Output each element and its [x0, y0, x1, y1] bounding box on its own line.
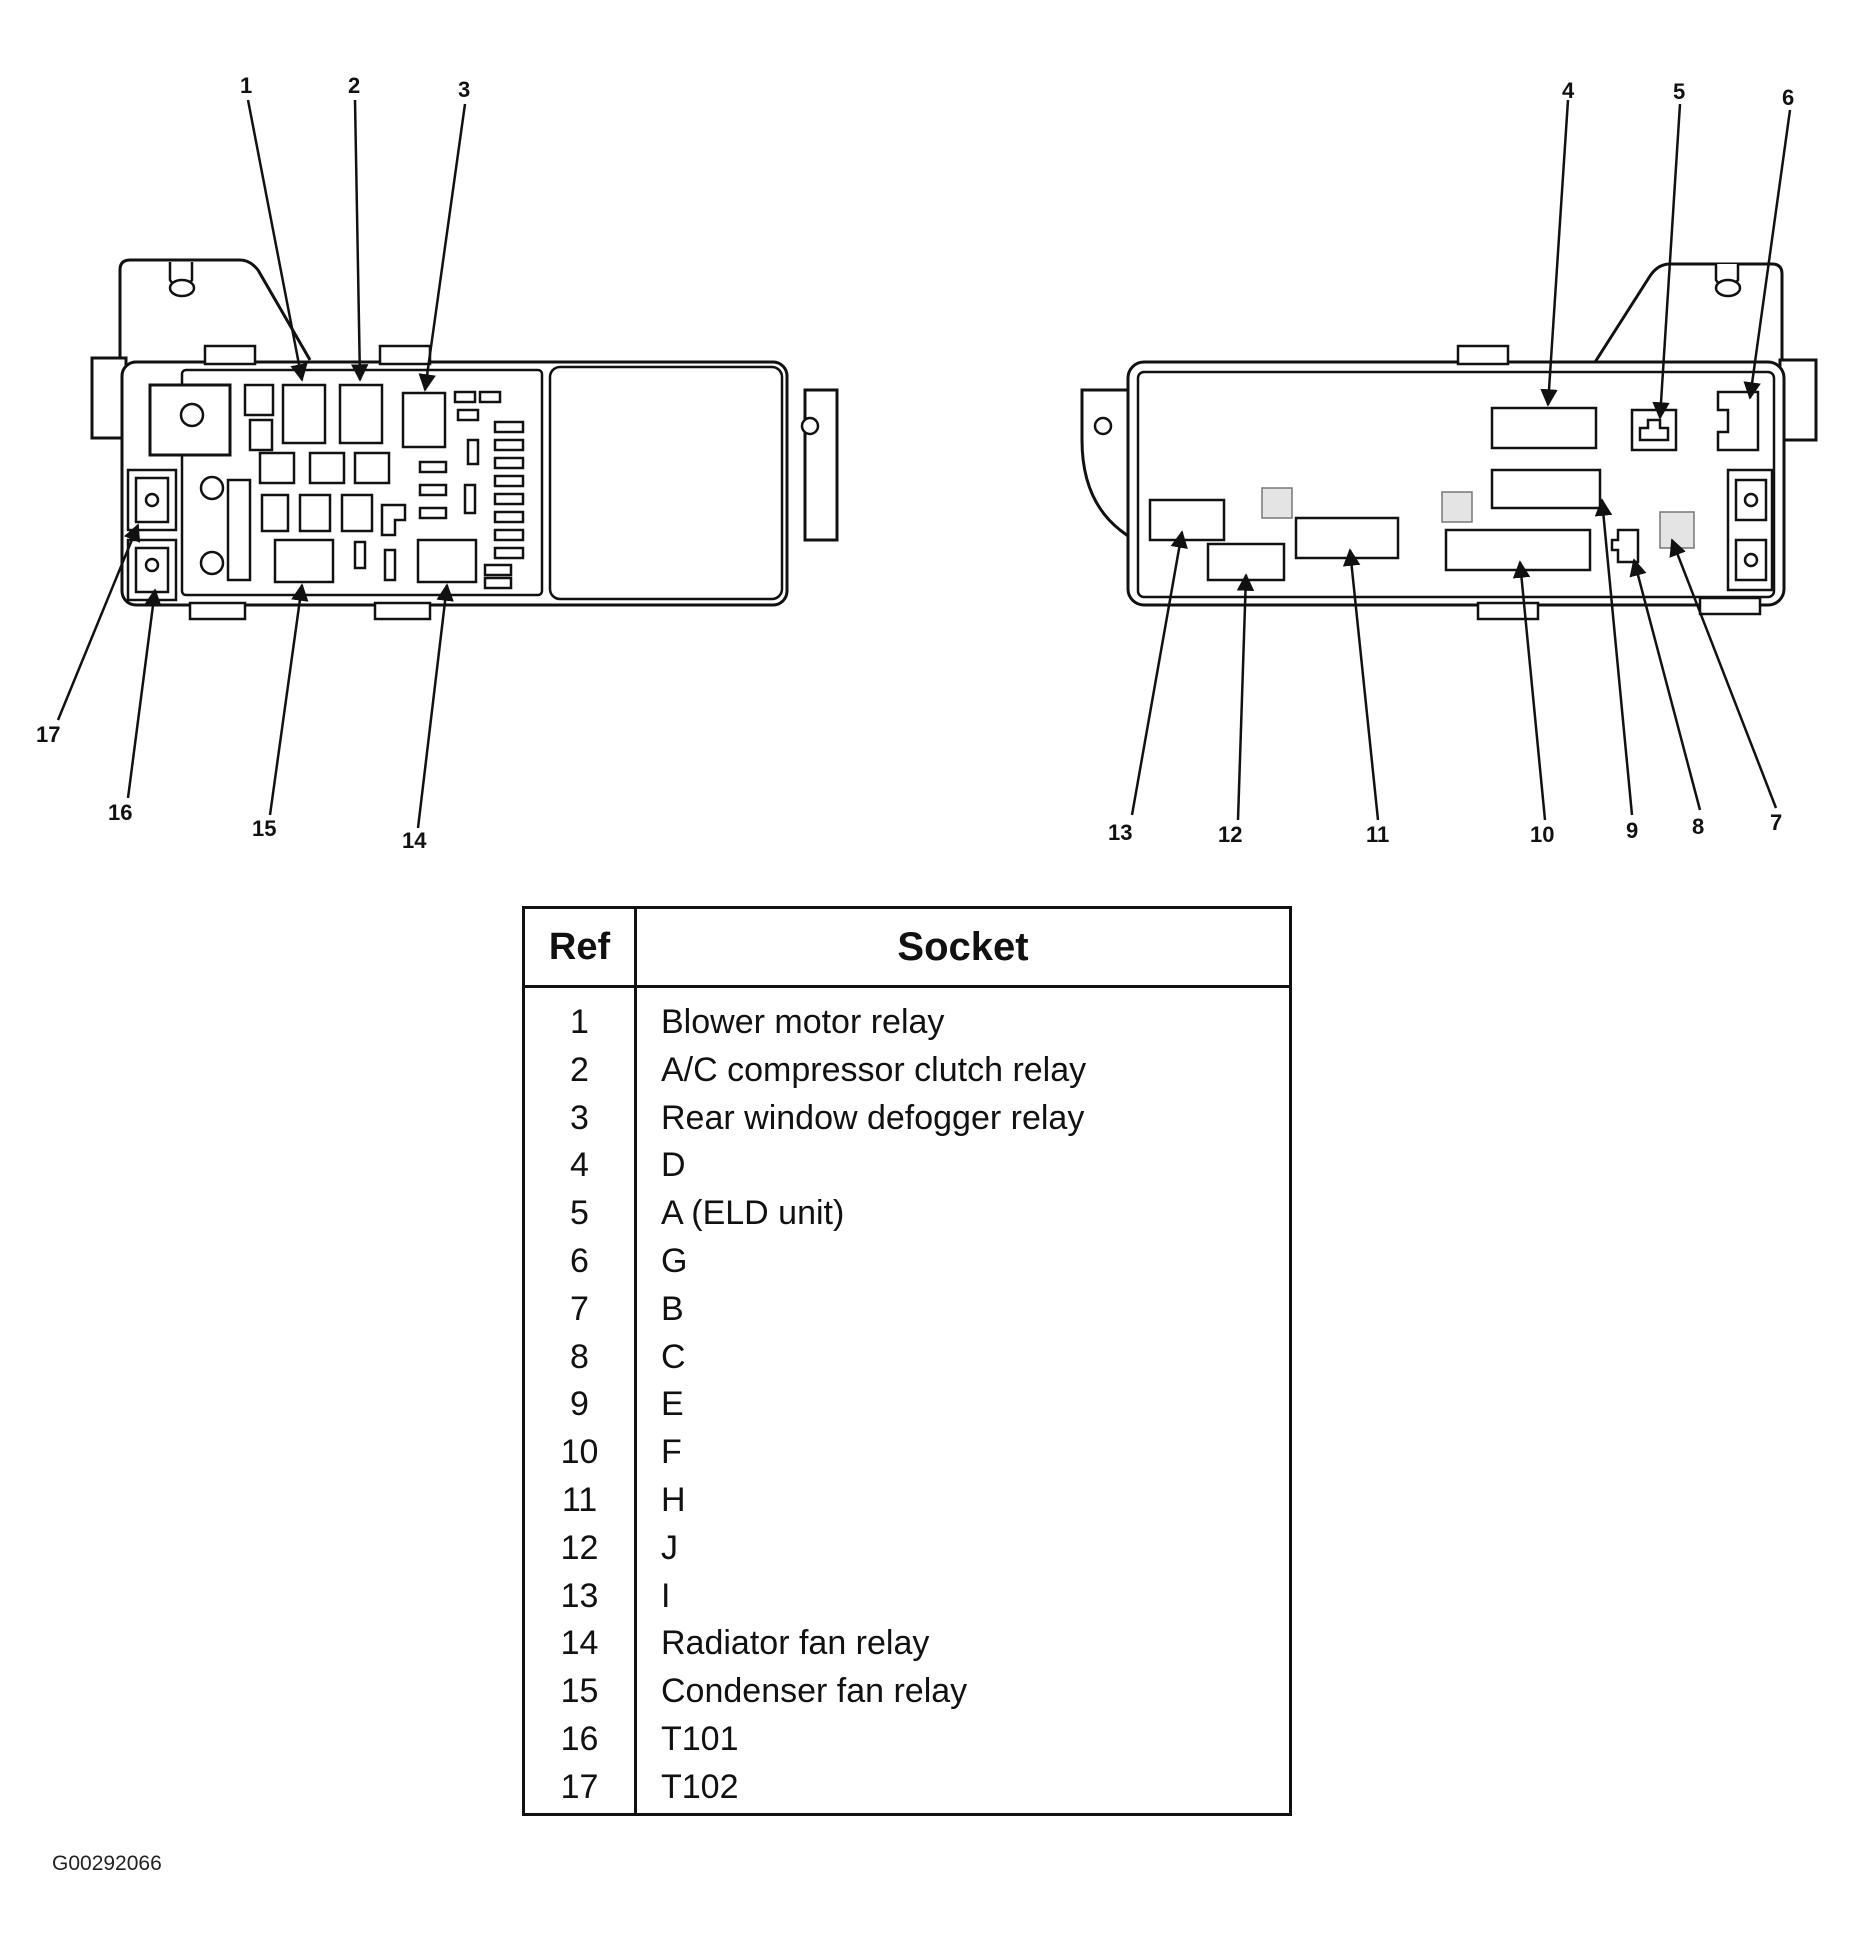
row-socket: A/C compressor clutch relay — [661, 1050, 1087, 1089]
callout-12: 12 — [1218, 822, 1242, 847]
header-ref: Ref — [548, 926, 611, 968]
row-socket: Rear window defogger relay — [661, 1098, 1085, 1137]
row-socket: Radiator fan relay — [661, 1624, 930, 1663]
reference-table: Ref Socket 1 Blower motor relay 2 A/C compr… — [522, 906, 1292, 1816]
row-socket: E — [661, 1385, 684, 1424]
table-row: 2 A/C compressor clutch relay — [525, 1047, 1289, 1095]
right-leader-lines — [1130, 99, 1792, 821]
callout-7: 7 — [1770, 810, 1782, 835]
row-ref: 5 — [570, 1194, 589, 1233]
row-socket: G — [661, 1241, 688, 1280]
callout-15: 15 — [252, 816, 276, 841]
row-socket: I — [661, 1576, 671, 1615]
table-row: 15 Condenser fan relay — [525, 1668, 1289, 1716]
row-ref: 2 — [570, 1050, 589, 1089]
row-socket: B — [661, 1289, 684, 1328]
callout-2: 2 — [348, 73, 360, 98]
row-ref: 15 — [560, 1672, 599, 1711]
row-ref: 8 — [570, 1337, 589, 1376]
row-ref: 14 — [560, 1624, 599, 1663]
table-row: 16 T101 — [525, 1716, 1289, 1764]
callout-5: 5 — [1673, 79, 1685, 104]
row-ref: 3 — [570, 1098, 589, 1137]
table-row: 11 H — [525, 1477, 1289, 1525]
row-socket: C — [661, 1337, 686, 1376]
callout-6: 6 — [1782, 85, 1794, 110]
callout-8: 8 — [1692, 814, 1704, 839]
row-socket: T102 — [661, 1767, 739, 1806]
row-ref: 16 — [560, 1719, 599, 1758]
callout-17: 17 — [36, 722, 60, 747]
callout-4: 4 — [1562, 78, 1575, 103]
table-row: 3 Rear window defogger relay — [525, 1095, 1289, 1143]
row-socket: Blower motor relay — [661, 1003, 945, 1041]
callout-16: 16 — [108, 800, 132, 825]
row-ref: 12 — [560, 1528, 599, 1567]
row-ref: 9 — [570, 1385, 589, 1424]
table-row: 1 Blower motor relay — [525, 999, 1289, 1047]
row-ref: 4 — [570, 1146, 589, 1185]
left-fuse-box — [90, 258, 839, 621]
table-row: 14 Radiator fan relay — [525, 1620, 1289, 1668]
row-ref: 11 — [561, 1480, 598, 1519]
table-row: 5 A (ELD unit) — [525, 1190, 1289, 1238]
row-socket: H — [661, 1480, 686, 1519]
figure-id: G00292066 — [52, 1852, 162, 1875]
row-socket: Condenser fan relay — [661, 1672, 968, 1711]
callout-10: 10 — [1530, 822, 1554, 847]
table-row: 13 I — [525, 1573, 1289, 1621]
row-socket: D — [661, 1146, 686, 1185]
row-ref: 13 — [560, 1576, 599, 1615]
table-header: Ref Socket — [525, 909, 1289, 988]
left-leader-lines — [56, 99, 467, 829]
callout-11: 11 — [1366, 822, 1389, 847]
right-fuse-box — [1080, 262, 1818, 621]
callout-1: 1 — [240, 73, 252, 98]
table-row: 12 J — [525, 1525, 1289, 1573]
table-row: 10 F — [525, 1429, 1289, 1477]
row-ref: 1 — [570, 1003, 589, 1041]
column-divider — [634, 909, 637, 1813]
header-socket: Socket — [897, 925, 1029, 969]
callout-14: 14 — [402, 828, 427, 853]
row-socket: J — [661, 1528, 678, 1567]
fuse-box-diagram: 1 2 3 14 15 16 17 — [36, 73, 1818, 853]
table-rows: 1 Blower motor relay 2 A/C compressor clutc… — [525, 999, 1289, 1812]
callout-13: 13 — [1108, 820, 1132, 845]
row-socket: F — [661, 1433, 682, 1472]
row-ref: 10 — [560, 1433, 599, 1472]
callout-3: 3 — [458, 77, 470, 102]
table-row: 17 T102 — [525, 1764, 1289, 1812]
row-ref: 6 — [570, 1241, 589, 1280]
row-socket: A (ELD unit) — [661, 1194, 845, 1233]
callout-9: 9 — [1626, 818, 1638, 843]
row-ref: 17 — [560, 1767, 599, 1806]
row-socket: T101 — [661, 1719, 739, 1758]
row-ref: 7 — [570, 1289, 589, 1328]
